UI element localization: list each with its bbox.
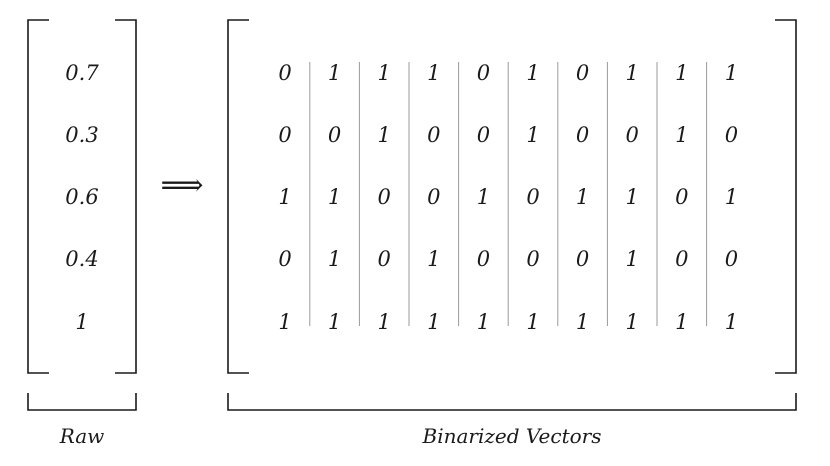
matrix-cell: 0: [675, 247, 688, 271]
matrix-cell: 0: [576, 247, 589, 271]
raw-label: Raw: [59, 424, 105, 448]
matrix-right-bracket: [775, 19, 797, 374]
matrix-cell: 0: [675, 185, 688, 209]
matrix-cell: 1: [427, 310, 440, 334]
matrix-cell: 0: [725, 247, 738, 271]
raw-value: 0.6: [65, 185, 98, 209]
matrix-cell: 0: [427, 123, 440, 147]
matrix-cells: 0 1 1 1 0 1 0 1 1 1 0 0 1 0 0 1 0 0 1 0 1 1 0 0 1 0 1 1 0 1 0 1 0 1 0 0 0 1 0 0…: [278, 61, 738, 334]
matrix-cell: 1: [576, 310, 589, 334]
matrix-cell: 1: [427, 61, 440, 85]
matrix-cell: 1: [626, 310, 639, 334]
matrix-cell: 1: [725, 310, 738, 334]
raw-value: 0.3: [65, 123, 98, 147]
matrix-cell: 1: [278, 310, 291, 334]
matrix-left-bracket: [227, 19, 249, 374]
matrix-cell: 0: [576, 61, 589, 85]
matrix-cell: 1: [725, 61, 738, 85]
matrix-cell: 0: [378, 247, 391, 271]
matrix-cell: 0: [576, 123, 589, 147]
matrix-cell: 1: [328, 185, 341, 209]
matrix-cell: 1: [328, 310, 341, 334]
raw-value: 0.7: [65, 61, 99, 85]
matrix-cell: 1: [278, 185, 291, 209]
binarized-label: Binarized Vectors: [422, 424, 602, 448]
matrix-cell: 1: [378, 310, 391, 334]
matrix-cell: 0: [278, 247, 291, 271]
matrix-cell: 1: [626, 247, 639, 271]
matrix-cell: 1: [328, 61, 341, 85]
matrix-cell: 0: [477, 247, 490, 271]
matrix-cell: 0: [278, 61, 291, 85]
matrix-cell: 0: [626, 123, 639, 147]
matrix-cell: 1: [477, 310, 490, 334]
raw-left-bracket: [27, 19, 49, 374]
matrix-cell: 0: [725, 123, 738, 147]
matrix-column-dividers: [309, 62, 708, 326]
matrix-cell: 1: [526, 61, 539, 85]
matrix-cell: 1: [378, 123, 391, 147]
raw-value: 0.4: [65, 247, 98, 271]
matrix-cell: 1: [626, 185, 639, 209]
matrix-cell: 0: [328, 123, 341, 147]
raw-value: 1: [75, 310, 88, 334]
raw-values-column: 0.7 0.3 0.6 0.4 1: [65, 61, 99, 334]
matrix-cell: 1: [626, 61, 639, 85]
matrix-cell: 1: [725, 185, 738, 209]
raw-right-bracket: [115, 19, 137, 374]
matrix-cell: 0: [526, 247, 539, 271]
matrix-cell: 1: [526, 123, 539, 147]
matrix-cell: 0: [526, 185, 539, 209]
matrix-cell: 1: [675, 123, 688, 147]
implies-arrow: ⟹: [160, 168, 203, 203]
matrix-cell: 1: [675, 310, 688, 334]
matrix-cell: 1: [526, 310, 539, 334]
matrix-cell: 0: [477, 61, 490, 85]
matrix-cell: 1: [477, 185, 490, 209]
matrix-cell: 0: [378, 185, 391, 209]
matrix-cell: 0: [477, 123, 490, 147]
matrix-cell: 0: [427, 185, 440, 209]
raw-underbrace: [27, 393, 137, 411]
matrix-cell: 1: [378, 61, 391, 85]
matrix-cell: 1: [675, 61, 688, 85]
matrix-cell: 0: [278, 123, 291, 147]
matrix-underbrace: [227, 393, 797, 411]
matrix-cell: 1: [328, 247, 341, 271]
matrix-cell: 1: [427, 247, 440, 271]
matrix-cell: 1: [576, 185, 589, 209]
